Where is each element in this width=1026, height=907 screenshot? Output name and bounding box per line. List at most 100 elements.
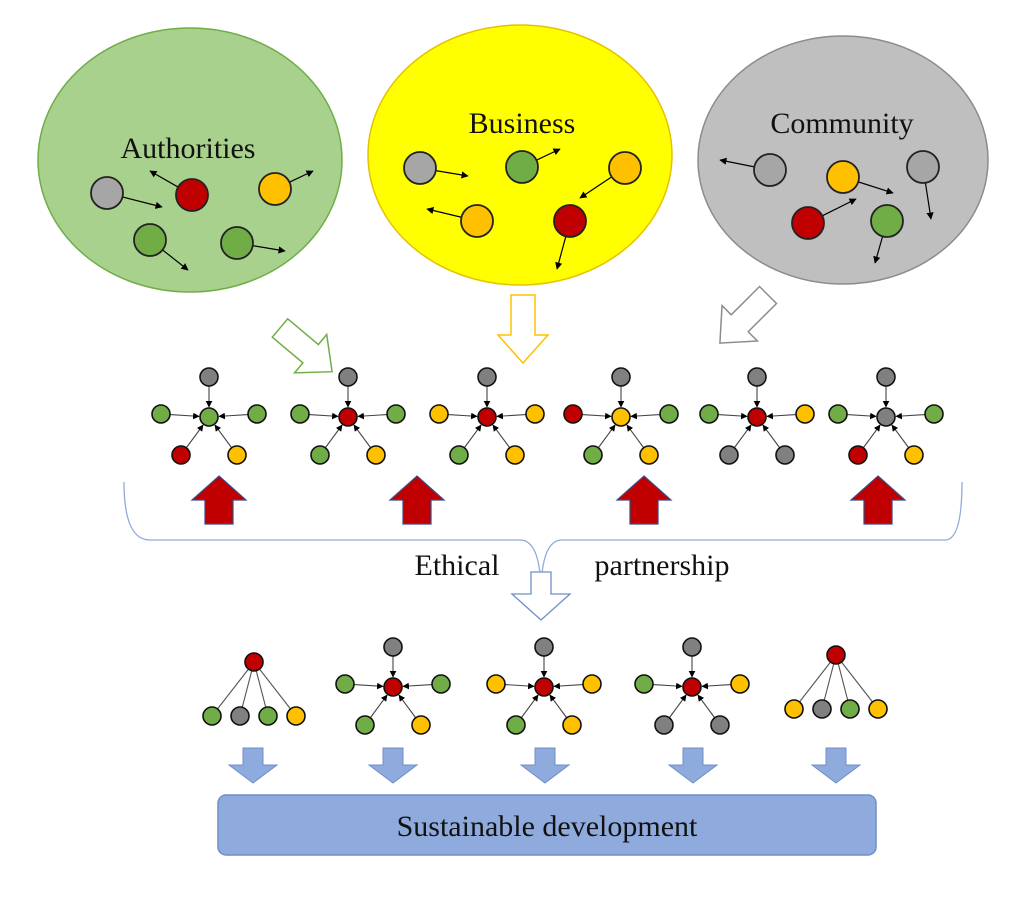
node-right — [795, 404, 815, 424]
node-center — [682, 677, 702, 697]
red-up-arrow — [190, 475, 248, 525]
node-right — [659, 404, 679, 424]
link-arrow — [185, 424, 204, 449]
result-box-label: Sustainable development — [397, 810, 698, 843]
business-label: Business — [469, 107, 576, 140]
link-arrow — [701, 682, 732, 690]
link-arrow — [520, 694, 539, 719]
node-top — [383, 637, 403, 657]
tree-root-node — [826, 645, 846, 665]
outcome-star-network — [634, 637, 750, 735]
partnership-network — [699, 367, 815, 465]
outcome-networks — [202, 637, 888, 735]
link-arrow — [353, 682, 384, 690]
link-arrow — [717, 412, 748, 420]
outcome-tree-network — [202, 652, 306, 726]
business-actors — [403, 148, 642, 270]
actor-arrow — [122, 196, 163, 209]
node-bottom_left — [719, 445, 739, 465]
link-arrow — [357, 412, 388, 420]
node-bottom_left — [449, 445, 469, 465]
node-center — [611, 407, 631, 427]
node-bottom_right — [562, 715, 582, 735]
actor-arrow — [579, 176, 613, 199]
link-arrow — [862, 424, 881, 449]
link-arrow — [891, 424, 910, 449]
link-arrow — [581, 412, 612, 420]
community-label: Community — [770, 107, 913, 140]
actor-arrow — [822, 198, 857, 217]
node-left — [699, 404, 719, 424]
blue-down-arrows — [227, 747, 862, 784]
blue-down-arrow — [810, 747, 862, 784]
link-arrow — [895, 412, 926, 420]
node-center — [383, 677, 403, 697]
bracket-label-ethical: Ethical — [415, 549, 500, 582]
partnership-network — [429, 367, 545, 465]
authorities-label: Authorities — [121, 132, 256, 165]
link-arrow — [766, 412, 797, 420]
node-top — [338, 367, 358, 387]
node-right — [582, 674, 602, 694]
actor-node-lightgray — [906, 150, 940, 184]
tree-link — [211, 661, 255, 717]
node-right — [525, 404, 545, 424]
outcome-tree-network — [784, 645, 888, 719]
node-center — [199, 407, 219, 427]
actor-node-lightgray — [403, 151, 437, 185]
link-arrow — [214, 424, 233, 449]
node-bottom_left — [848, 445, 868, 465]
link-arrow — [169, 412, 200, 420]
node-left — [290, 404, 310, 424]
actor-arrow — [536, 148, 561, 161]
outcome-star-network — [335, 637, 451, 735]
link-arrow — [308, 412, 339, 420]
blue-down-arrow — [367, 747, 419, 784]
link-arrow — [762, 424, 781, 449]
link-arrow — [668, 694, 687, 719]
tree-child-node — [230, 706, 250, 726]
link-arrow — [402, 682, 433, 690]
node-left — [828, 404, 848, 424]
node-bottom_right — [904, 445, 924, 465]
link-arrow — [398, 694, 417, 719]
link-arrow — [496, 412, 527, 420]
node-right — [247, 404, 267, 424]
actor-node-lightgray — [753, 153, 787, 187]
link-arrow — [353, 424, 372, 449]
node-bottom_right — [639, 445, 659, 465]
tree-child-node — [784, 699, 804, 719]
node-bottom_left — [583, 445, 603, 465]
outcome-star-network — [486, 637, 602, 735]
link-arrow — [463, 424, 482, 449]
red-up-arrow — [849, 475, 907, 525]
link-arrow — [549, 694, 568, 719]
tree-child-node — [812, 699, 832, 719]
link-arrow — [597, 424, 616, 449]
actor-node-green — [133, 223, 167, 257]
node-right — [924, 404, 944, 424]
group-authorities: Authorities — [37, 27, 343, 293]
actor-node-red — [553, 204, 587, 238]
node-bottom_left — [171, 445, 191, 465]
bracket-label-partnership: partnership — [595, 549, 730, 582]
node-bottom_left — [654, 715, 674, 735]
partnership-network — [563, 367, 679, 465]
tree-child-node — [868, 699, 888, 719]
node-right — [730, 674, 750, 694]
actor-arrow — [289, 170, 314, 183]
node-left — [151, 404, 171, 424]
tree-child-node — [202, 706, 222, 726]
actor-node-green — [220, 226, 254, 260]
actor-node-yellow — [826, 160, 860, 194]
link-arrow — [492, 424, 511, 449]
actor-arrow — [555, 236, 567, 270]
node-bottom_right — [227, 445, 247, 465]
node-bottom_left — [355, 715, 375, 735]
blue-down-arrow — [519, 747, 571, 784]
node-left — [335, 674, 355, 694]
node-center — [876, 407, 896, 427]
actor-arrow — [149, 170, 179, 188]
ethical-partnership-down-arrow — [510, 571, 572, 621]
